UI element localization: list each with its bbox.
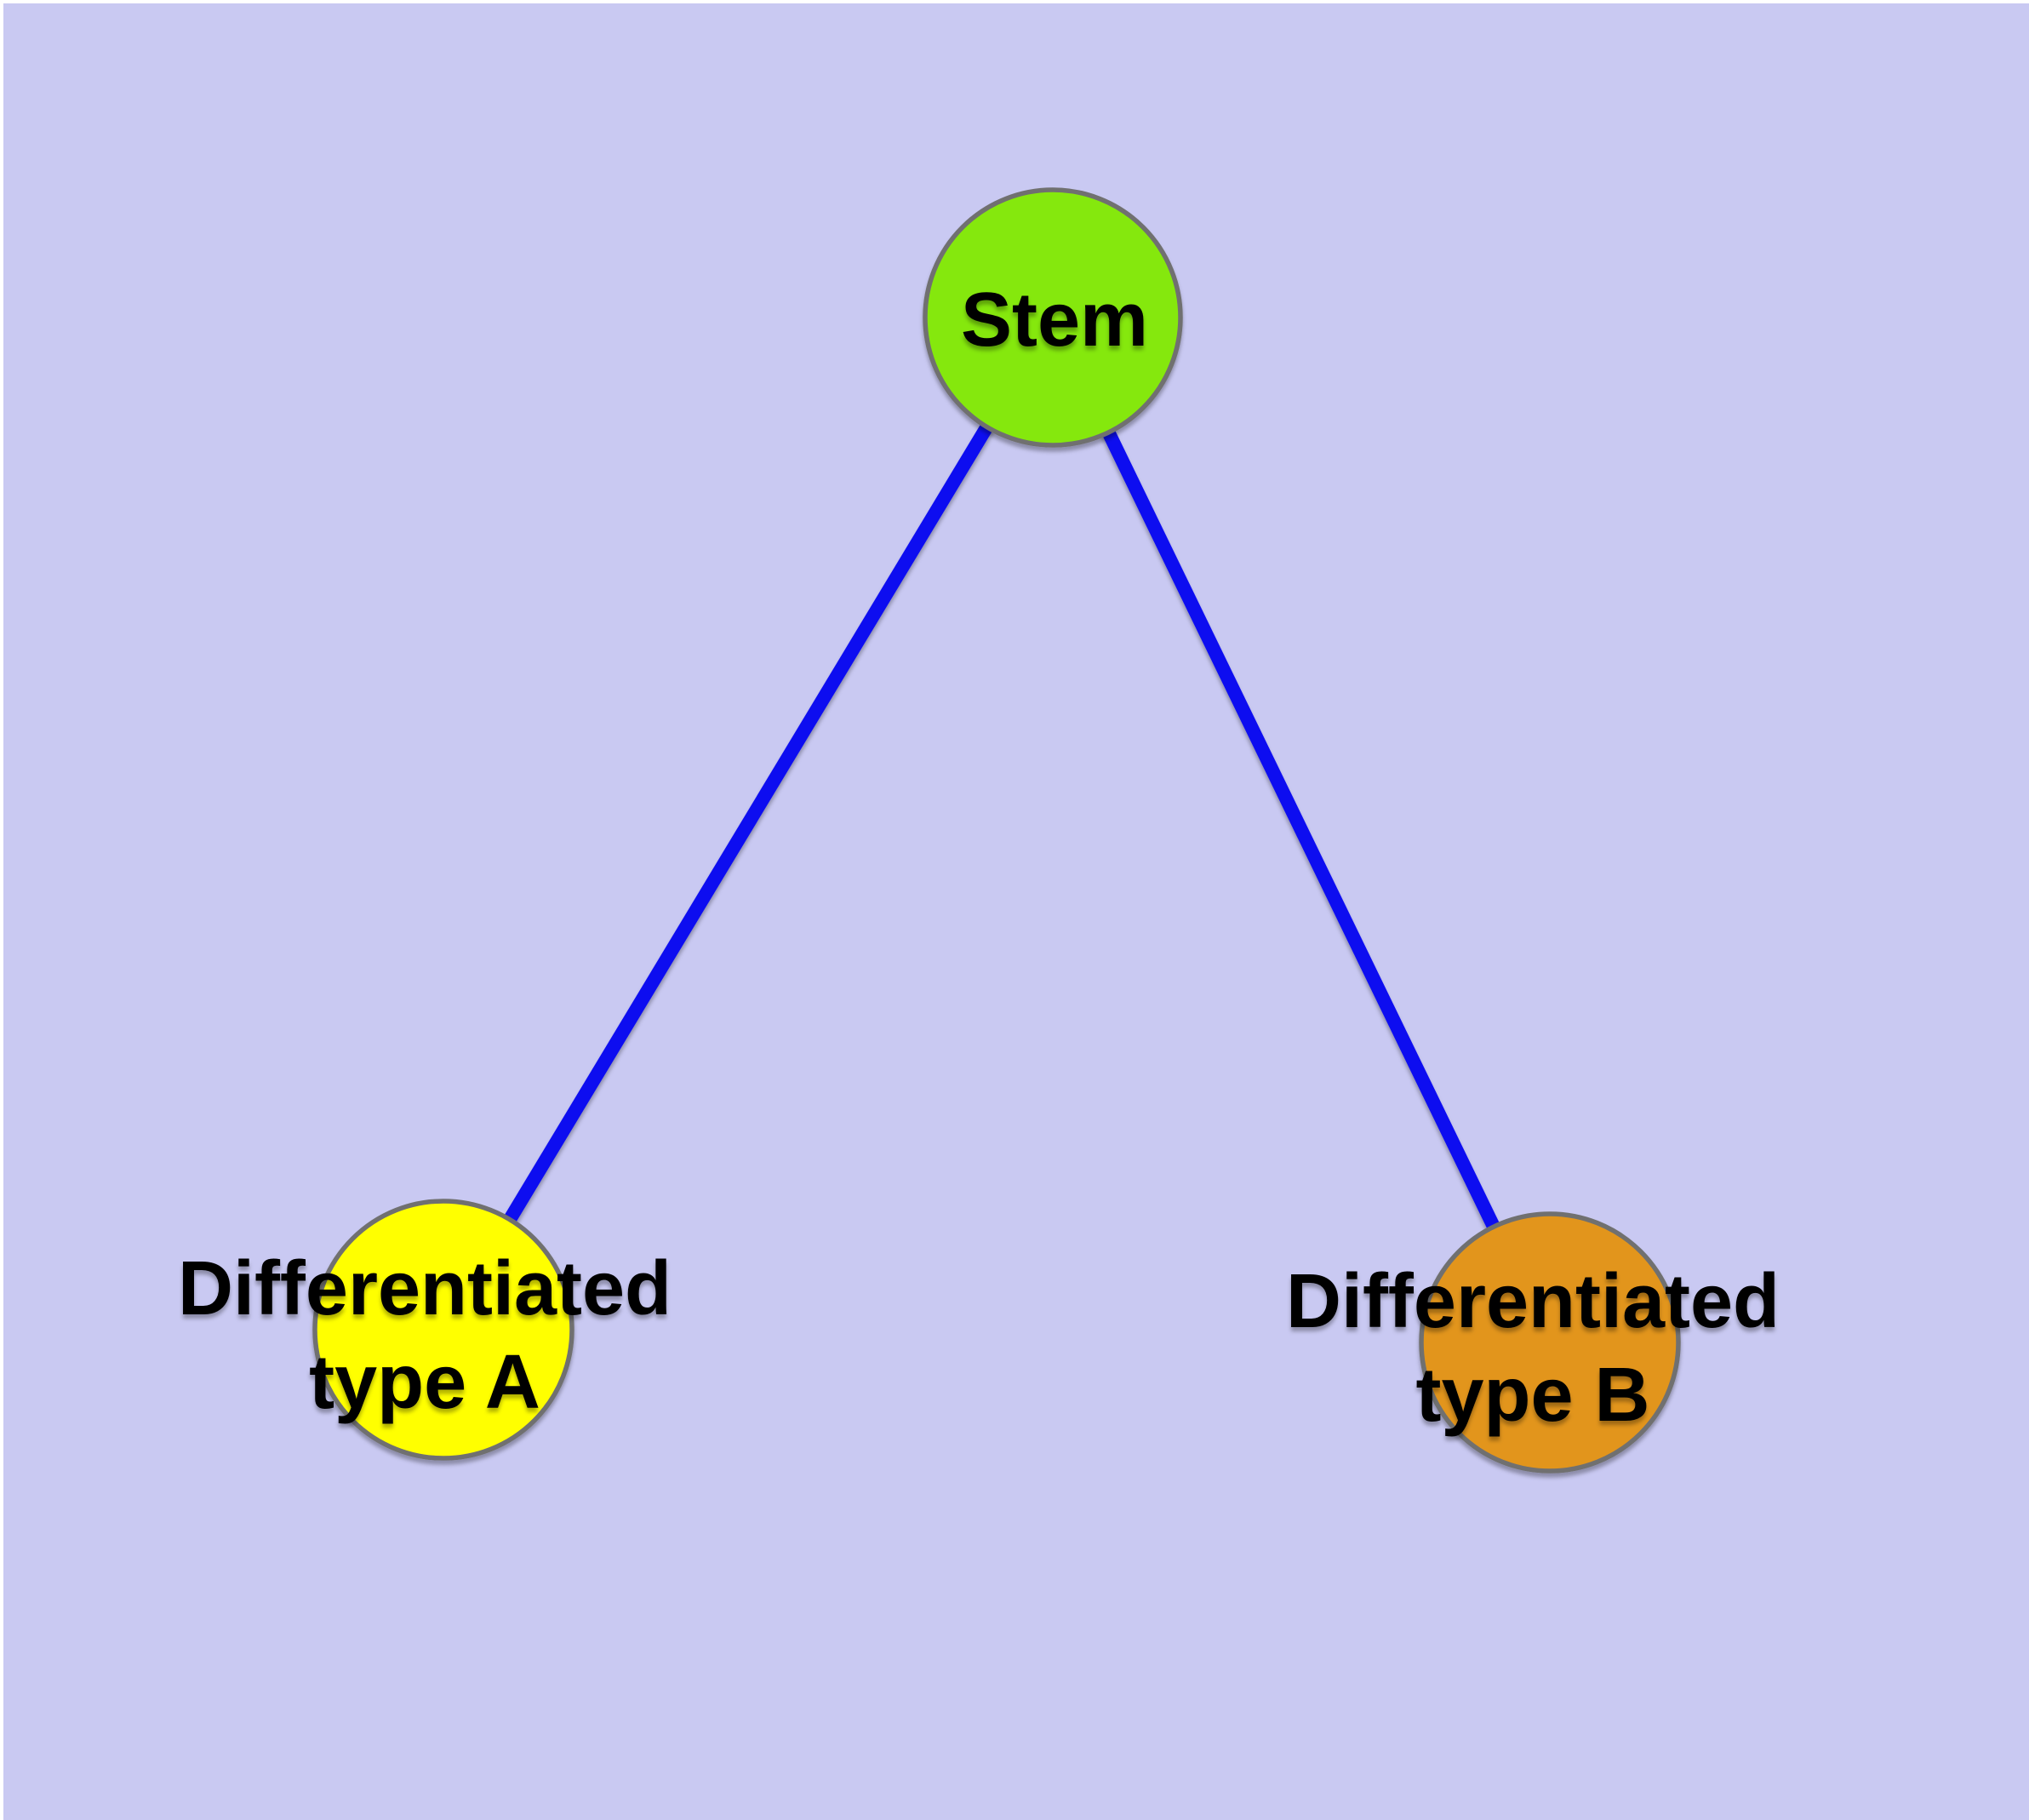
node-stem	[923, 187, 1183, 448]
edge-stem-differentiated-type-b	[1046, 314, 1557, 1346]
edge-stem-differentiated-type-a	[437, 313, 1059, 1334]
node-differentiated-type-b	[1419, 1211, 1681, 1474]
differentiated-type-a-circle	[312, 1199, 574, 1461]
node-differentiated-type-a	[312, 1199, 574, 1461]
stem-circle	[923, 187, 1183, 448]
stem-label: Stem	[961, 278, 1148, 363]
differentiated-type-b-circle	[1419, 1211, 1681, 1474]
